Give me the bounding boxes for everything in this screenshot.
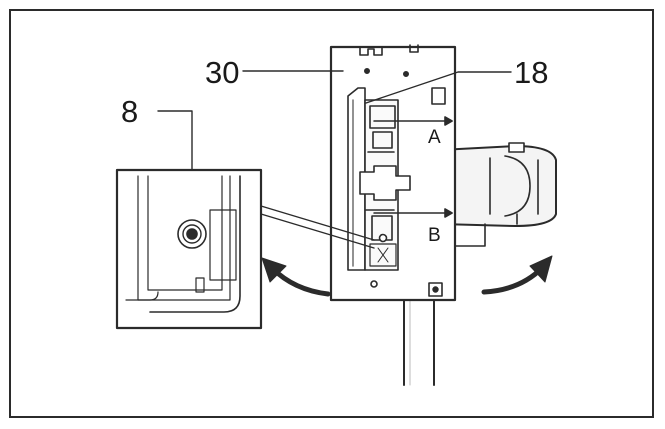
arrow-a (373, 116, 453, 126)
slot-and-board (347, 87, 411, 271)
cable (403, 299, 435, 386)
connector-housing (439, 142, 557, 247)
zoom-line-bottom (260, 213, 375, 249)
label-part-8: 8 (121, 94, 139, 129)
leader-18 (365, 71, 512, 104)
label-point-a: A (428, 127, 441, 148)
rotation-arrow-right (481, 255, 553, 295)
rotation-arrow-left (261, 257, 331, 297)
zoom-line-top (260, 205, 375, 241)
arrow-b (373, 208, 453, 218)
label-part-18: 18 (514, 55, 549, 90)
label-part-30: 30 (205, 55, 240, 90)
detail-inset (115, 168, 263, 330)
label-point-b: B (428, 225, 441, 246)
